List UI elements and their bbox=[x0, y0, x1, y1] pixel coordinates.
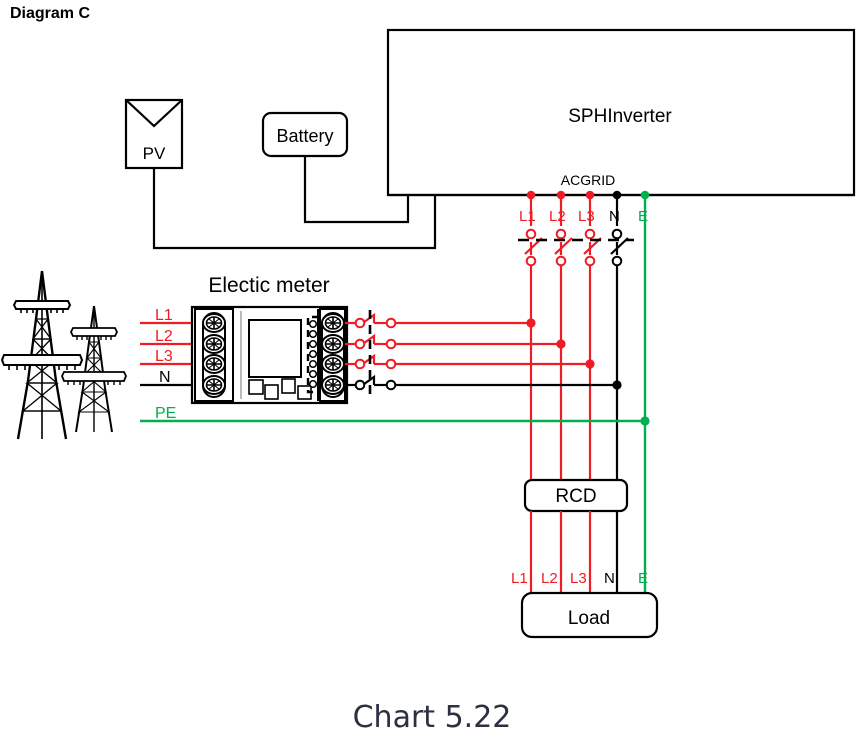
acgrid-terminal-label-l1: L1 bbox=[519, 208, 536, 225]
battery-block[interactable] bbox=[261, 111, 349, 158]
load-terminal-label-l3: L3 bbox=[570, 570, 587, 587]
acgrid-pole-n bbox=[610, 190, 629, 480]
meter-block[interactable] bbox=[190, 305, 349, 405]
grid-line-label-n: N bbox=[159, 369, 171, 386]
load-feed-conductors bbox=[529, 511, 619, 593]
acgrid-terminal-label-e: E bbox=[638, 208, 648, 225]
acgrid-pole-e bbox=[640, 190, 650, 593]
acgrid-pole-l1 bbox=[524, 190, 543, 480]
meter-breaker bbox=[345, 310, 622, 396]
inverter-label: SPHInverter bbox=[568, 106, 672, 127]
battery-dc-wire bbox=[303, 156, 410, 224]
grid-incoming-lines bbox=[140, 321, 645, 423]
pv-dc-wire bbox=[152, 168, 437, 250]
figure-caption: Chart 5.22 bbox=[352, 700, 512, 735]
grid-line-label-l2: L2 bbox=[155, 328, 173, 345]
inverter-block[interactable] bbox=[386, 28, 856, 197]
grid-line-label-l1: L1 bbox=[155, 307, 173, 324]
load-label: Load bbox=[568, 608, 610, 629]
meter-label: Electic meter bbox=[208, 274, 329, 297]
battery-label: Battery bbox=[276, 126, 333, 146]
pv-block[interactable] bbox=[124, 98, 184, 170]
load-terminal-label-e: E bbox=[638, 570, 648, 587]
load-terminal-label-l2: L2 bbox=[541, 570, 558, 587]
acgrid-pole-l2 bbox=[554, 190, 573, 480]
load-terminal-label-n: N bbox=[604, 570, 615, 587]
acgrid-pole-l3 bbox=[583, 190, 602, 480]
acgrid-terminal-label-n: N bbox=[609, 208, 620, 225]
acgrid-terminal-label-l3: L3 bbox=[578, 208, 595, 225]
rcd-block[interactable] bbox=[523, 478, 629, 513]
acgrid-label: ACGRID bbox=[561, 172, 615, 188]
load-terminal-label-l1: L1 bbox=[511, 570, 528, 587]
transmission-tower-large-icon bbox=[0, 269, 84, 441]
grid-line-label-l3: L3 bbox=[155, 348, 173, 365]
rcd-label: RCD bbox=[555, 486, 596, 507]
grid-line-label-pe: PE bbox=[155, 405, 176, 422]
load-block[interactable] bbox=[520, 591, 659, 639]
pv-label: PV bbox=[143, 144, 166, 163]
transmission-tower-small-icon bbox=[61, 305, 127, 433]
page-title: Diagram C bbox=[10, 5, 91, 22]
acgrid-terminal-label-l2: L2 bbox=[549, 208, 566, 225]
